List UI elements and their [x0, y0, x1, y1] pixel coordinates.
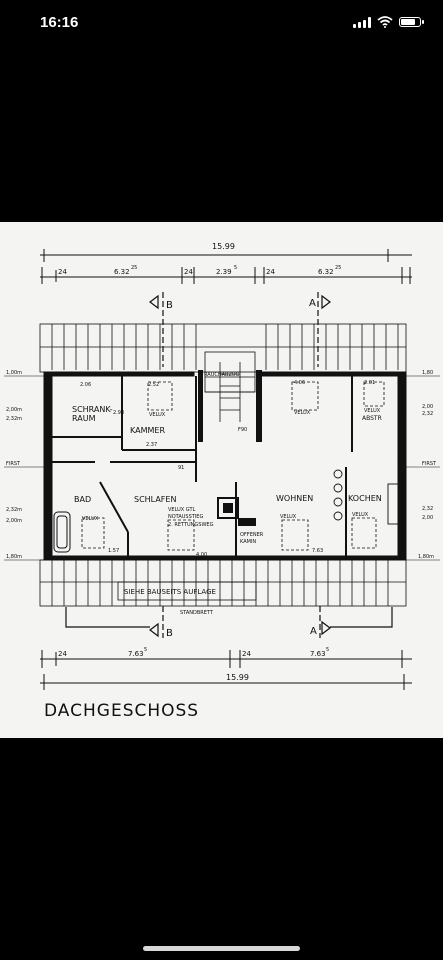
- bathtub: [53, 511, 71, 553]
- room-kammer: KAMMER: [130, 426, 165, 435]
- section-mark-a-bottom: A: [310, 626, 317, 637]
- interior-walls: [52, 376, 353, 556]
- level-left-4: FIRST: [6, 461, 21, 467]
- label-kamin: KAMIN: [240, 539, 256, 545]
- room-schlafen: SCHLAFEN: [134, 495, 176, 504]
- top-dim-3: 25: [131, 265, 137, 271]
- top-dim-2: 6.32: [114, 268, 130, 276]
- room-schrankraum-2: RAUM: [72, 414, 96, 423]
- room-wohnen: WOHNEN: [276, 494, 313, 503]
- label-siehe-bauseits: SIEHE BAUSEITS AUFLAGE: [124, 588, 216, 596]
- bottom-dim-2: 7.63: [128, 650, 144, 658]
- label-standbrett: STANDBRETT: [180, 610, 214, 616]
- level-right-6: 2,00: [422, 515, 433, 521]
- roof-top: [39, 323, 407, 373]
- room-dim-7: 91: [178, 465, 184, 471]
- room-kochen: KOCHEN: [348, 494, 382, 503]
- label-velux-gtl: VELUX GTL: [168, 507, 196, 513]
- section-marks-bottom: [65, 606, 393, 638]
- label-rauchabzug: RAUCHABZUG: [204, 372, 240, 378]
- label-velux-bad: VELUX: [82, 516, 99, 522]
- floor-title: DACHGESCHOSS: [44, 701, 200, 721]
- bottom-dimension-lines: [40, 650, 412, 690]
- top-dim-8: 6.32: [318, 268, 334, 276]
- level-left-3: 2,32m: [6, 416, 22, 422]
- level-lines: [4, 375, 440, 561]
- floor-plan-drawing: 15.99 24 6.32 25 24 2.39 5 24 6.32 25 B …: [4, 242, 440, 690]
- top-dimension-lines: [40, 249, 412, 284]
- room-bad: BAD: [74, 495, 91, 504]
- label-velux-wohnen-top: VELUX: [294, 410, 311, 416]
- level-left-1: 1,00m: [6, 370, 22, 376]
- room-dim-4: 2.37: [146, 442, 157, 448]
- floor-plan-photo[interactable]: 15.99 24 6.32 25 24 2.39 5 24 6.32 25 B …: [0, 222, 443, 738]
- top-dim-1: 24: [58, 268, 67, 276]
- bottom-dim-3: 5: [144, 647, 147, 653]
- status-bar: 16:16: [0, 0, 443, 46]
- label-velux-wohnen: VELUX: [280, 514, 297, 520]
- battery-icon: [399, 17, 424, 27]
- top-dim-4: 24: [184, 268, 193, 276]
- roof-bottom: [39, 559, 407, 607]
- room-dim-2: 2.52: [148, 382, 159, 388]
- signal-icon: [353, 16, 371, 28]
- level-right-1: 1,80: [422, 370, 433, 376]
- section-mark-b-top: B: [166, 300, 173, 311]
- bottom-dim-6: 5: [326, 647, 329, 653]
- level-left-5: 2,32m: [6, 507, 22, 513]
- kitchen-fixtures: [333, 421, 405, 525]
- bottom-dim-1: 24: [58, 650, 67, 658]
- room-dim-3: 2.93: [113, 410, 124, 416]
- overall-width-top: 15.99: [212, 242, 235, 251]
- level-left-6: 2,00m: [6, 518, 22, 524]
- section-mark-b-bottom: B: [166, 628, 173, 639]
- top-dim-9: 25: [335, 265, 341, 271]
- label-notausstieg: NOTAUSSTIEG: [168, 514, 203, 520]
- level-right-2: 2,00: [422, 404, 433, 410]
- section-marks-top: [149, 292, 331, 367]
- level-right-4: FIRST: [422, 461, 437, 467]
- label-offener: OFFENER: [240, 532, 264, 538]
- stair-walls: [198, 370, 262, 442]
- label-rettungsweg: 2. RETTUNGSWEG: [168, 522, 214, 528]
- home-indicator[interactable]: [143, 946, 300, 951]
- level-right-5: 2,32: [422, 506, 433, 512]
- top-dim-6: 5: [234, 265, 237, 271]
- wifi-icon: [377, 16, 393, 28]
- room-dim-9: 1.57: [108, 548, 119, 554]
- level-right-3: 2,32: [422, 411, 433, 417]
- velux-windows: [81, 381, 385, 551]
- stair: [204, 351, 256, 422]
- room-abstr: ABSTR: [362, 415, 382, 422]
- label-velux-abstr: VELUX: [364, 408, 381, 414]
- chimney: [217, 497, 256, 526]
- room-schrankraum: SCHRANK-: [72, 405, 113, 414]
- room-dim-8: 4.00: [196, 552, 207, 558]
- level-right-7: 1,80m: [418, 554, 434, 560]
- top-dim-7: 24: [266, 268, 275, 276]
- room-dim-10: 7.63: [312, 548, 323, 554]
- level-left-2: 2,00m: [6, 407, 22, 413]
- bottom-dim-5: 7.63: [310, 650, 326, 658]
- top-dim-5: 2.39: [216, 268, 232, 276]
- room-dim-6: 2.01: [364, 380, 375, 386]
- label-f90: F90: [238, 427, 247, 433]
- status-time: 16:16: [40, 14, 79, 31]
- label-velux-kochen: VELUX: [352, 512, 369, 518]
- room-dim-5: 4.06: [294, 380, 305, 386]
- status-icons: [353, 16, 424, 28]
- label-velux-kammer: VELUX: [149, 412, 166, 418]
- section-mark-a-top: A: [309, 298, 316, 309]
- bottom-dim-4: 24: [242, 650, 251, 658]
- room-dim-1: 2.06: [80, 382, 91, 388]
- overall-width-bottom: 15.99: [226, 673, 249, 682]
- level-left-7: 1,80m: [6, 554, 22, 560]
